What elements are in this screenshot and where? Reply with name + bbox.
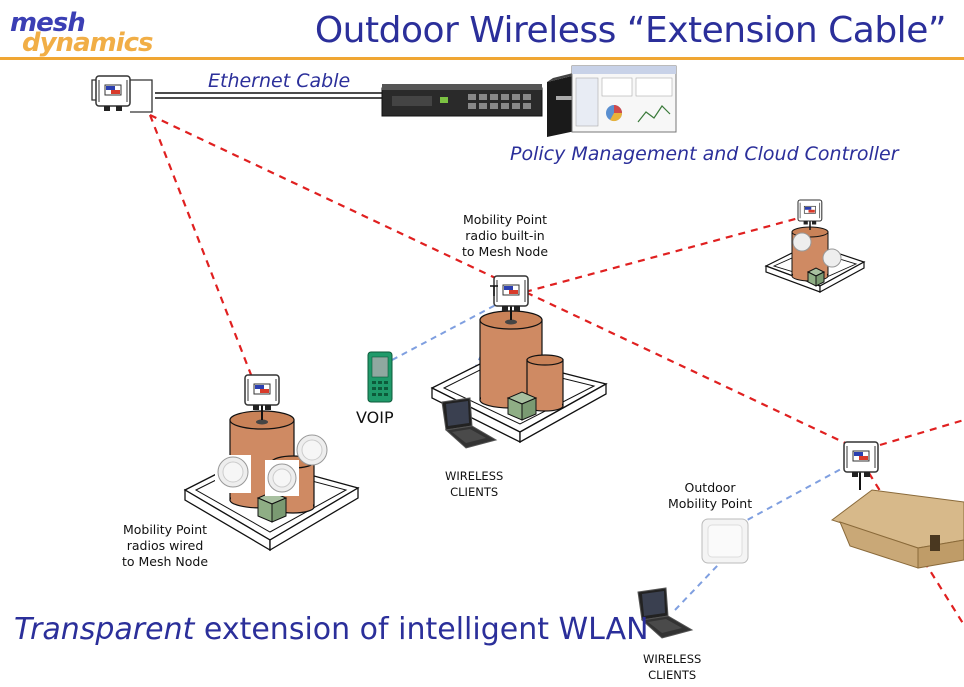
left-site (183, 374, 360, 552)
wireless-clients-label: WIRELESS CLIENTS (445, 469, 504, 499)
center-site (430, 275, 608, 444)
laptop-icon (637, 587, 694, 639)
wireless-clients-label-bottom: WIRELESS CLIENTS (643, 652, 702, 682)
footer-tagline: Transparent extension of intelligent WLA… (14, 612, 649, 647)
right-mesh-node-icon (843, 441, 879, 478)
dome-radio-icon (296, 434, 328, 466)
laptop-icon (441, 397, 498, 449)
logo-line1: mesh (10, 8, 86, 38)
dome-radio-icon (265, 460, 299, 496)
mobility-wired-label: Mobility Point radios wired to Mesh Node (122, 522, 209, 569)
outdoor-ap-icon (701, 518, 749, 564)
top-right-site (764, 199, 866, 294)
voip-phone-icon (367, 351, 393, 403)
policy-management-label: Policy Management and Cloud Controller (510, 143, 899, 165)
left-mesh-node-icon (244, 374, 280, 411)
link-right-node-up (879, 418, 964, 447)
link-laptop-bottom (674, 564, 719, 611)
link-outdoor-ap (737, 462, 853, 526)
footer-rest: extension of intelligent WLAN (194, 612, 649, 647)
client-links (391, 299, 853, 611)
logo-line2: dynamics (22, 28, 154, 58)
house-icon (830, 489, 964, 569)
gateway-mesh-node-icon (95, 75, 131, 112)
voip-label: VOIP (356, 408, 394, 427)
mesh-dynamics-logo: dynamics mesh (8, 8, 154, 58)
mobility-builtin-label: Mobility Point radio built-in to Mesh No… (462, 212, 549, 259)
top-right-mesh-node-icon (797, 199, 823, 226)
footer-emphasis: Transparent (14, 612, 195, 647)
outdoor-mobility-label: Outdoor Mobility Point (668, 480, 753, 511)
link-gateway-to-left-node (148, 114, 257, 386)
link-center-to-top-right (524, 213, 811, 294)
right-site (830, 441, 964, 569)
gateway-mount (91, 79, 153, 113)
ethernet-cable (155, 92, 385, 99)
ethernet-cable-label: Ethernet Cable (208, 70, 351, 92)
slide-title: Outdoor Wireless “Extension Cable” (314, 10, 947, 51)
dome-radio-icon (215, 455, 251, 493)
network-switch-icon (381, 84, 543, 117)
title-rule (0, 57, 964, 60)
management-console-screenshot-icon (571, 65, 677, 133)
center-mesh-node-icon (493, 275, 529, 312)
